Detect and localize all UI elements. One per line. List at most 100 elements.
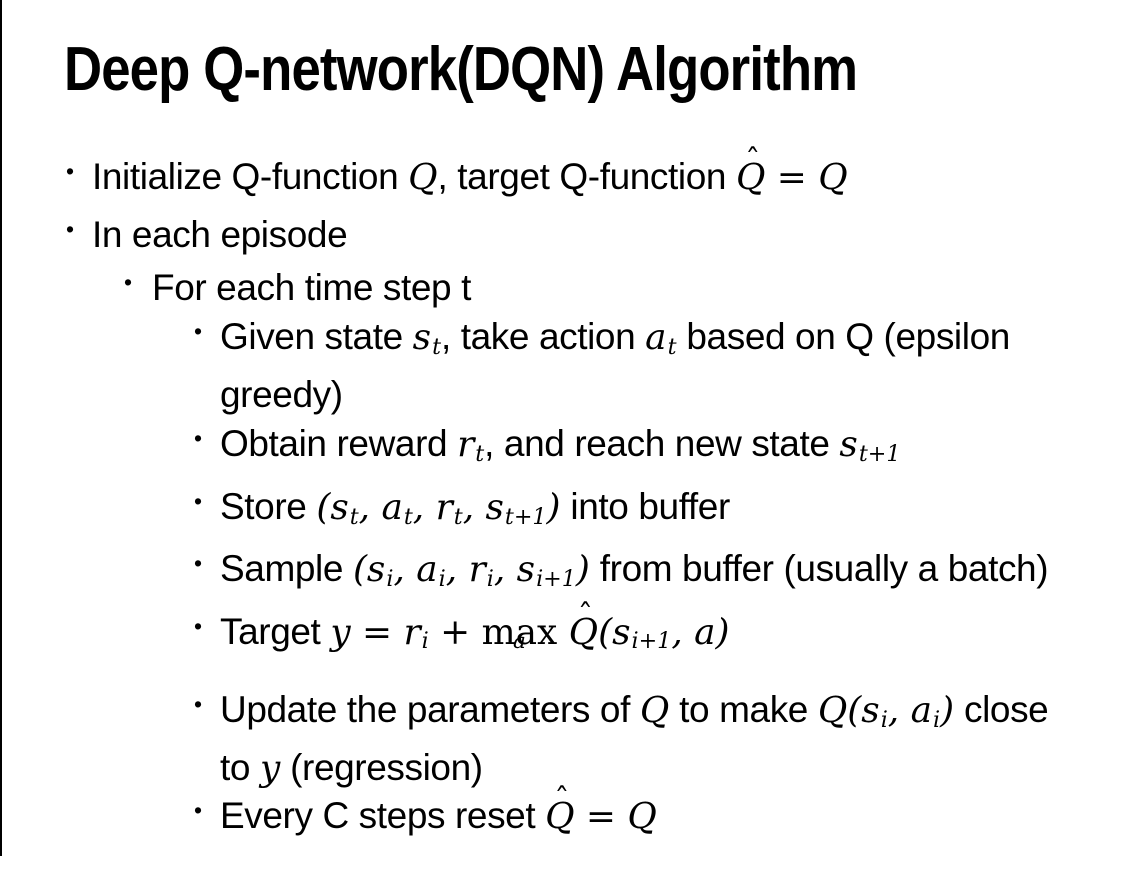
math-run: , r (412, 486, 453, 528)
math-subscript: t (403, 503, 413, 530)
math-run: , s (493, 548, 536, 590)
operator-underscript: a (513, 629, 526, 655)
bullet-item-1: • Initialize Q-function Q, target Q-funct… (66, 144, 1124, 201)
math-subscript: t (475, 440, 485, 467)
math-run: a (645, 317, 667, 358)
bullet-text: Store (st, at, rt, st+1) into buffer (220, 483, 730, 541)
math-run: y (259, 748, 281, 790)
math-run: s (412, 317, 432, 358)
math-subscript: i (880, 707, 888, 734)
math-run: + (428, 611, 482, 653)
math-run: = Q (574, 796, 657, 838)
bullet-text: Update the parameters of Q to make Q(si,… (220, 686, 1049, 792)
math-subscript: i (933, 707, 941, 734)
math-run: (s (316, 486, 349, 528)
text-run: , take action (440, 316, 646, 357)
math-subscript: t+1 (858, 440, 901, 467)
math-run: r (457, 423, 475, 465)
bullet-icon: • (194, 691, 202, 718)
math-run: Q(s (817, 690, 880, 732)
bullet-icon: • (194, 612, 202, 639)
text-run: , target Q-function (437, 156, 736, 197)
text-run: Update the parameters of (220, 689, 640, 731)
text-run: Sample (220, 547, 353, 589)
math-run (557, 612, 568, 653)
math-run: , a (358, 486, 403, 528)
math-subscript: t+1 (504, 503, 547, 530)
bullet-icon: • (66, 158, 74, 184)
bullet-text: Given state st, take action at based on … (220, 313, 1010, 418)
math-subscript: t (667, 333, 677, 360)
hat-accent: ˆ (577, 598, 593, 634)
math-run: , r (445, 548, 486, 590)
text-run: , and reach new state (484, 422, 840, 464)
math-subscript: i (486, 565, 494, 592)
text-run: Obtain reward (220, 422, 458, 464)
hat-accent: ˆ (745, 144, 761, 180)
text-run: based on Q (epsilon (676, 316, 1010, 357)
bullet-item-3: • For each time step t (124, 264, 1124, 311)
bullet-text: In each episode (92, 211, 348, 258)
text-run: to (220, 747, 260, 789)
math-run: y = r (330, 611, 421, 653)
math-subscript: t (453, 503, 463, 530)
operator-name: max (481, 611, 558, 653)
bullet-item-2: •In each episode (66, 211, 1124, 258)
math-run: (s (352, 548, 386, 590)
text-run: into buffer (560, 485, 730, 527)
math-subscript: i (386, 565, 394, 592)
math-run: , a (393, 548, 438, 590)
bullet-item-4: •Given state st, take action at based on… (194, 313, 1124, 418)
math-subscript: i+1 (536, 565, 576, 592)
math-run: ) (940, 690, 955, 732)
text-run: (regression) (280, 747, 483, 789)
math-subscript: i (421, 628, 429, 655)
page-title: Deep Q-network(DQN) Algorithm (64, 35, 858, 104)
math-subscript: i+1 (631, 628, 672, 655)
text-run: Target (220, 610, 331, 652)
math-subscript: t (432, 333, 441, 360)
math-run: Q (639, 690, 670, 732)
bullet-text: Obtain reward rt, and reach new state st… (220, 420, 900, 478)
math-run: ) (575, 548, 590, 590)
math-run: Q (408, 157, 438, 198)
math-run: = Q (765, 157, 848, 198)
bullet-icon: • (124, 269, 132, 295)
text-run: greedy) (220, 373, 343, 415)
math-run: (s (598, 611, 631, 653)
bullet-icon: • (194, 487, 202, 514)
math-run: ) (546, 486, 561, 528)
math-run: , a) (671, 611, 730, 653)
text-run: Initialize Q-function (92, 156, 409, 197)
bullet-item-9: •Update the parameters of Q to make Q(si… (194, 686, 1124, 792)
hat-accent: ˆ (554, 783, 570, 819)
math-run: s (839, 423, 858, 465)
math-run: , s (462, 486, 504, 528)
text-run: In each episode (92, 214, 348, 255)
bullet-icon: • (194, 424, 202, 451)
bullet-text: For each time step t (152, 264, 471, 311)
text-run: to make (669, 689, 818, 731)
math-run: , a (887, 690, 932, 732)
text-run: Every C steps reset (220, 795, 546, 837)
bullet-item-5: • Obtain reward rt, and reach new state s… (194, 420, 1124, 478)
text-run: Given state (220, 316, 413, 357)
bullet-icon: • (194, 318, 202, 344)
bullet-item-6: •Store (st, at, rt, st+1) into buffer (194, 483, 1124, 541)
math-subscript: i (438, 565, 446, 592)
text-run: Store (220, 485, 317, 527)
text-run: For each time step t (152, 267, 471, 308)
math-subscript: t (349, 503, 359, 530)
text-run: from buffer (usually a batch) (589, 547, 1049, 589)
bullet-text: Initialize Q-function Q, target Q-functi… (92, 144, 848, 201)
bullet-list: •Initialize Q-function Q, target Q-funct… (0, 144, 1124, 840)
